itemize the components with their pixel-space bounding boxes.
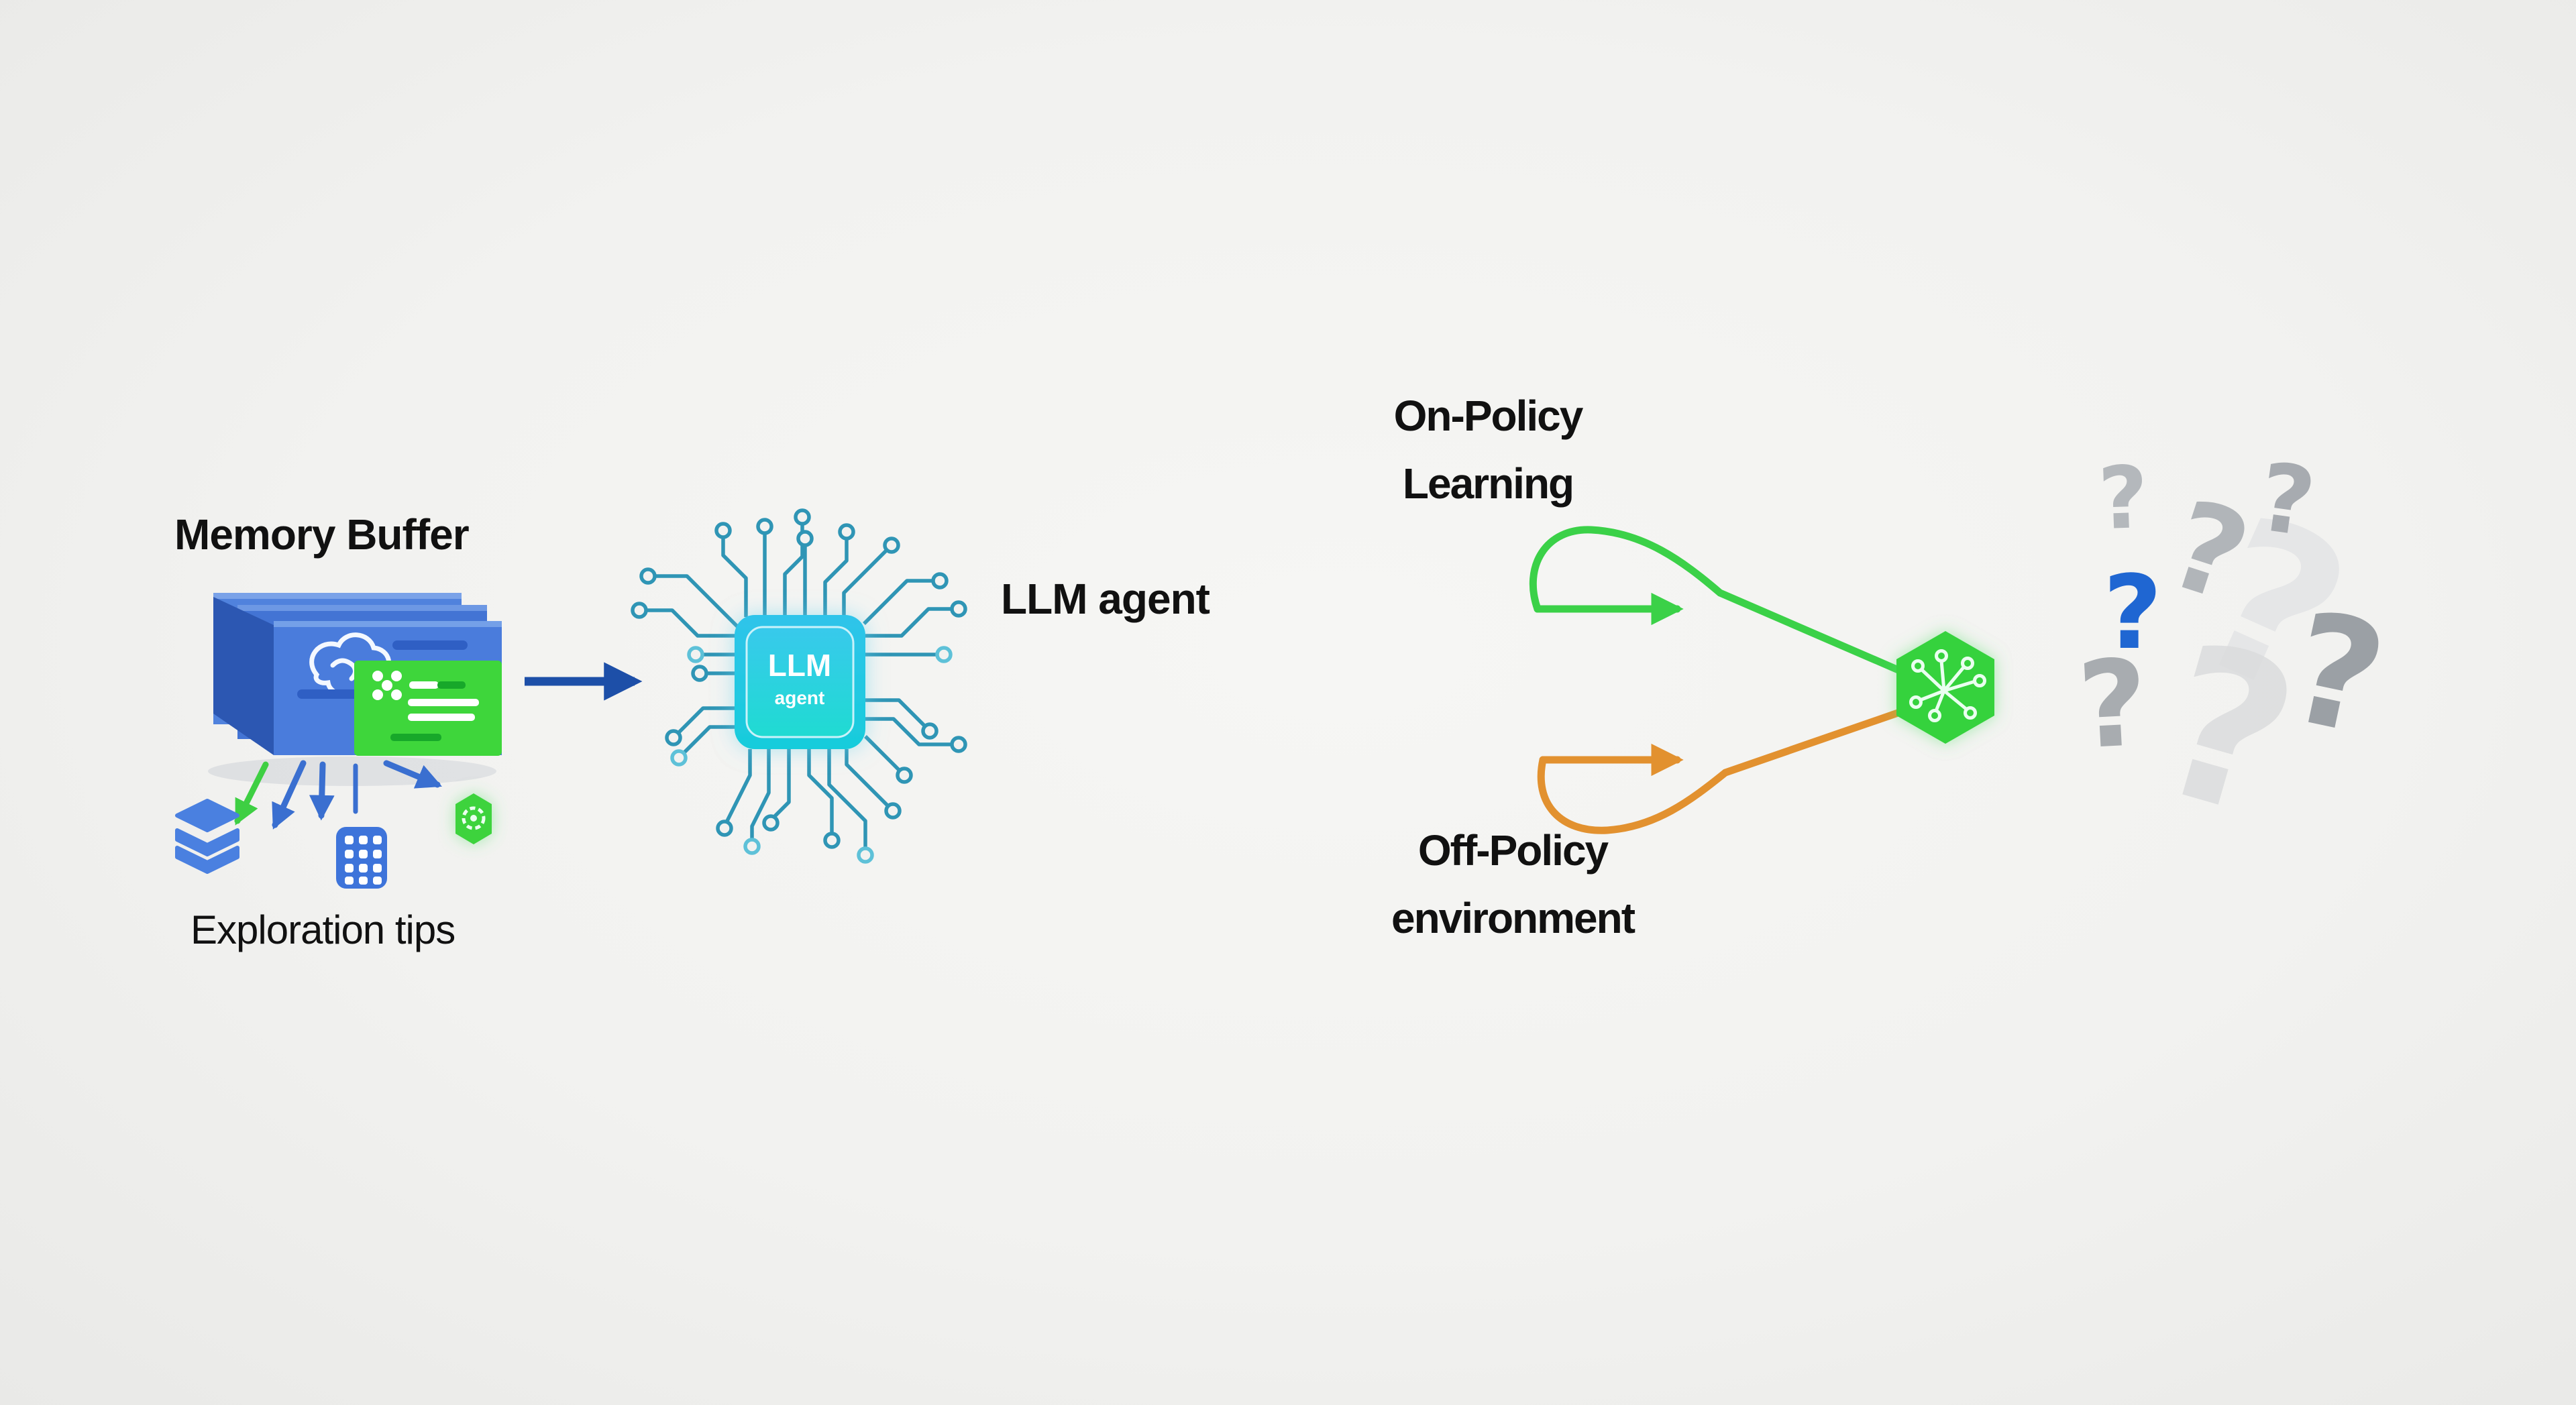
memory-card-side-face bbox=[213, 597, 274, 755]
layers-icon bbox=[175, 799, 239, 874]
network-branches bbox=[1919, 660, 1976, 712]
question-mark-top-right: ? bbox=[2252, 443, 2322, 559]
stack-shadow bbox=[208, 756, 496, 786]
question-mark-small-top-left: ? bbox=[2096, 447, 2150, 550]
memory-card-front-edge bbox=[274, 621, 502, 627]
on-policy-line2: Learning bbox=[1402, 459, 1574, 508]
fan-arrow-green bbox=[234, 761, 269, 826]
fan-arrow-diagonal bbox=[272, 760, 307, 830]
exploration-tips-label: Exploration tips bbox=[191, 907, 455, 952]
card-line-2 bbox=[408, 699, 479, 706]
card-line-1b bbox=[437, 681, 466, 689]
fan-out-arrows bbox=[234, 760, 442, 830]
llm-chip-icon: LLM agent bbox=[735, 615, 865, 749]
hexagon-gear-icon bbox=[455, 793, 492, 844]
on-policy-line1: On-Policy bbox=[1393, 392, 1584, 440]
fan-arrow-down bbox=[309, 761, 335, 821]
keypad-icon bbox=[336, 827, 387, 889]
exploration-icons bbox=[175, 793, 492, 889]
chip-circuit-traces bbox=[645, 523, 953, 849]
card-line-1a bbox=[409, 681, 439, 689]
environment-node-icon bbox=[1896, 631, 1994, 744]
off-policy-loop-arrow bbox=[1537, 708, 1904, 834]
card-line-4 bbox=[390, 734, 441, 741]
off-policy-environment-label: Off-Policy environment bbox=[1355, 817, 1670, 952]
question-mark-blue: ? bbox=[2103, 553, 2163, 672]
memory-buffer-label: Memory Buffer bbox=[174, 510, 470, 559]
trace-terminals bbox=[631, 508, 967, 864]
off-policy-line1: Off-Policy bbox=[1417, 826, 1609, 875]
chip-label-llm: LLM bbox=[768, 648, 832, 683]
off-policy-line2: environment bbox=[1391, 894, 1635, 943]
memory-card-middle-edge bbox=[237, 605, 487, 611]
on-policy-loop-arrow bbox=[1529, 526, 1904, 675]
fan-arrow-down-right bbox=[383, 760, 442, 789]
memory-card-back-edge bbox=[213, 593, 462, 599]
text-bar-blue-mid bbox=[297, 689, 366, 699]
chip-label-agent: agent bbox=[775, 687, 825, 708]
llm-chip-illustration: LLM agent bbox=[631, 508, 967, 864]
card-line-3 bbox=[408, 714, 475, 721]
network-nodes bbox=[1909, 649, 1986, 722]
on-policy-learning-label: On-Policy Learning bbox=[1354, 382, 1622, 518]
text-bar-blue-top bbox=[392, 640, 468, 650]
llm-agent-label: LLM agent bbox=[1001, 575, 1210, 623]
white-dot-pinwheel-icon bbox=[372, 671, 402, 700]
memory-buffer-illustration bbox=[208, 593, 502, 786]
